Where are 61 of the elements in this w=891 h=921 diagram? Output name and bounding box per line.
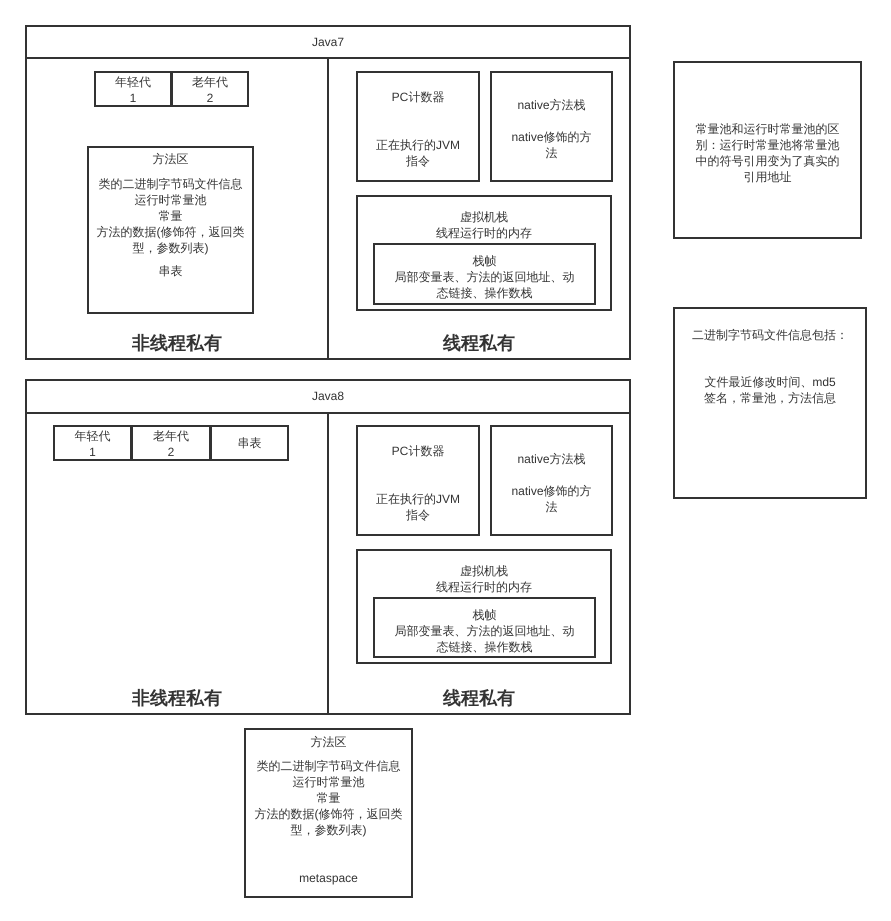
box-text: metaspace <box>298 870 359 886</box>
box-heading: 虚拟机栈 <box>459 209 509 225</box>
generation-box <box>131 425 211 461</box>
box-heading: 栈帧 <box>472 607 498 623</box>
frame-title: Java7 <box>310 34 346 50</box>
box-text: 类的二进制字节码文件信息 <box>98 176 244 192</box>
box-text: 正在执行的JVM指令 <box>375 491 461 523</box>
stack-frame-box <box>373 243 596 305</box>
region-label: 线程私有 <box>442 332 516 354</box>
box-heading: native方法栈 <box>516 451 587 467</box>
box-text: 常量 <box>158 208 184 224</box>
region-label: 非线程私有 <box>131 687 223 709</box>
note-text: 常量池和运行时常量池的区别：运行时常量池将常量池中的符号引用变为了真实的引用地址 <box>694 121 840 185</box>
box-text: 方法的数据(修饰符，返回类型，参数列表) <box>254 806 404 838</box>
native-stack-box <box>490 425 613 536</box>
box-text: 线程运行时的内存 <box>435 225 533 241</box>
box-text: 常量 <box>316 790 342 806</box>
vm-stack-box <box>356 549 612 664</box>
box-text: native修饰的方法 <box>510 483 593 515</box>
box-text: 局部变量表、方法的返回地址、动态链接、操作数栈 <box>394 623 576 655</box>
box-heading: PC计数器 <box>390 443 446 459</box>
pc-counter-box <box>356 71 480 182</box>
box-text: 线程运行时的内存 <box>435 579 533 595</box>
box-text: 运行时常量池 <box>134 192 208 208</box>
memory-frame <box>25 379 631 715</box>
note-box <box>673 307 867 499</box>
box-text: 类的二进制字节码文件信息 <box>256 758 402 774</box>
box-heading: 虚拟机栈 <box>459 563 509 579</box>
stack-frame-box <box>373 597 596 658</box>
note-box <box>673 61 862 239</box>
region-label: 线程私有 <box>442 687 516 709</box>
box-text: 局部变量表、方法的返回地址、动态链接、操作数栈 <box>394 269 576 301</box>
generation-box <box>53 425 132 461</box>
generation-box <box>171 71 249 107</box>
box-heading: 方法区 <box>310 734 348 750</box>
generation-box <box>210 425 289 461</box>
method-area-box <box>244 728 413 898</box>
vm-stack-box <box>356 195 612 311</box>
pc-counter-box <box>356 425 480 536</box>
box-label: 年轻代 1 <box>74 428 112 460</box>
frame-title: Java8 <box>310 388 346 404</box>
box-label: 年轻代 1 <box>114 74 152 106</box>
box-text: 方法的数据(修饰符，返回类型，参数列表) <box>96 224 246 256</box>
generation-box <box>94 71 172 107</box>
region-label: 非线程私有 <box>131 332 223 354</box>
box-heading: native方法栈 <box>516 97 587 113</box>
box-label: 老年代 2 <box>152 428 190 460</box>
box-heading: PC计数器 <box>390 89 446 105</box>
box-heading: 栈帧 <box>472 253 498 269</box>
box-label: 老年代 2 <box>191 74 229 106</box>
note-text: 文件最近修改时间、md5签名，常量池，方法信息 <box>703 374 837 406</box>
box-label: 串表 <box>236 435 262 451</box>
box-text: 运行时常量池 <box>292 774 366 790</box>
box-text: native修饰的方法 <box>510 129 593 161</box>
native-stack-box <box>490 71 613 182</box>
box-heading: 方法区 <box>152 151 190 167</box>
box-text: 串表 <box>158 263 184 279</box>
box-text: 正在执行的JVM指令 <box>375 137 461 169</box>
memory-frame <box>25 25 631 360</box>
method-area-box <box>87 146 254 314</box>
note-heading: 二进制字节码文件信息包括： <box>691 327 849 343</box>
